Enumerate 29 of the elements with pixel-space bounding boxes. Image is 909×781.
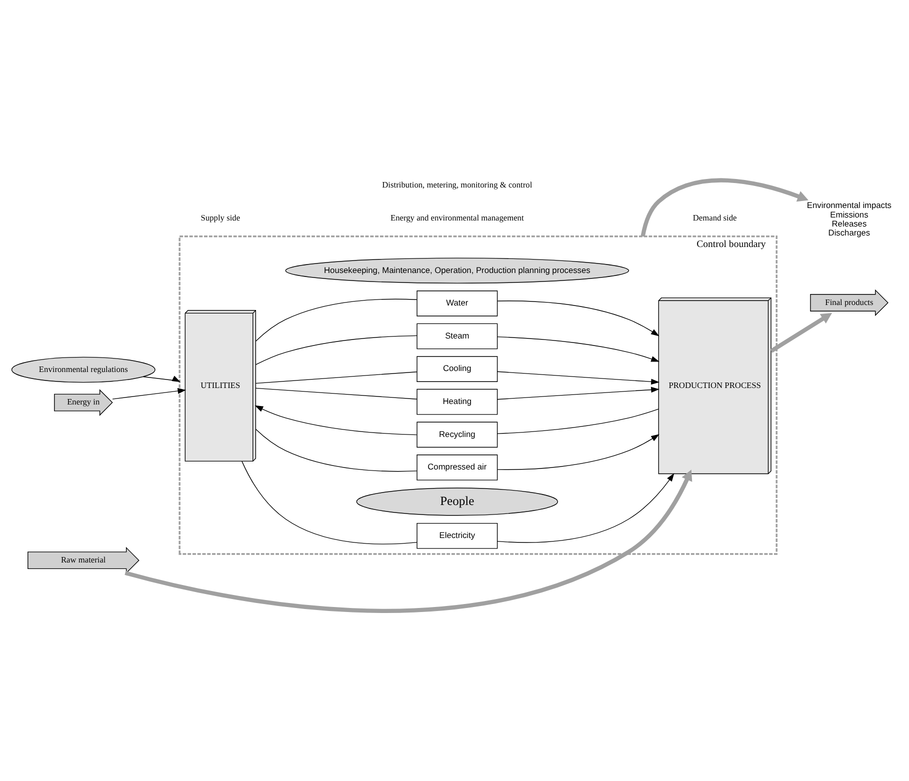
connector (256, 388, 418, 400)
arrow (640, 178, 808, 237)
node-ellipse: Housekeeping, Maintenance, Operation, Production planning processes (285, 258, 630, 284)
connector (255, 428, 418, 472)
arrow (496, 371, 660, 385)
arrow (497, 336, 660, 362)
arrow (497, 434, 660, 470)
node-box: Heating (416, 388, 498, 415)
node-box: Cooling (416, 356, 498, 382)
arrow (124, 470, 692, 613)
connector (256, 372, 418, 384)
node-box: Water (416, 290, 498, 316)
node-box: Compressed air (416, 454, 498, 480)
connector (256, 335, 418, 365)
node-ellipse: People (356, 488, 558, 516)
arrow (254, 405, 418, 436)
connector (496, 408, 659, 434)
connector (255, 298, 418, 342)
arrow (112, 388, 186, 400)
arrow (497, 473, 674, 543)
node-box: Recycling (416, 422, 498, 448)
node-text: Environmental impacts Emissions Releases Discharges (806, 200, 892, 238)
connector (242, 461, 418, 544)
node-box: Electricity (416, 522, 498, 549)
arrow (497, 300, 660, 336)
arrow (142, 376, 181, 382)
node-box: Steam (416, 323, 498, 350)
arrow (496, 386, 660, 400)
arrow (770, 313, 832, 353)
